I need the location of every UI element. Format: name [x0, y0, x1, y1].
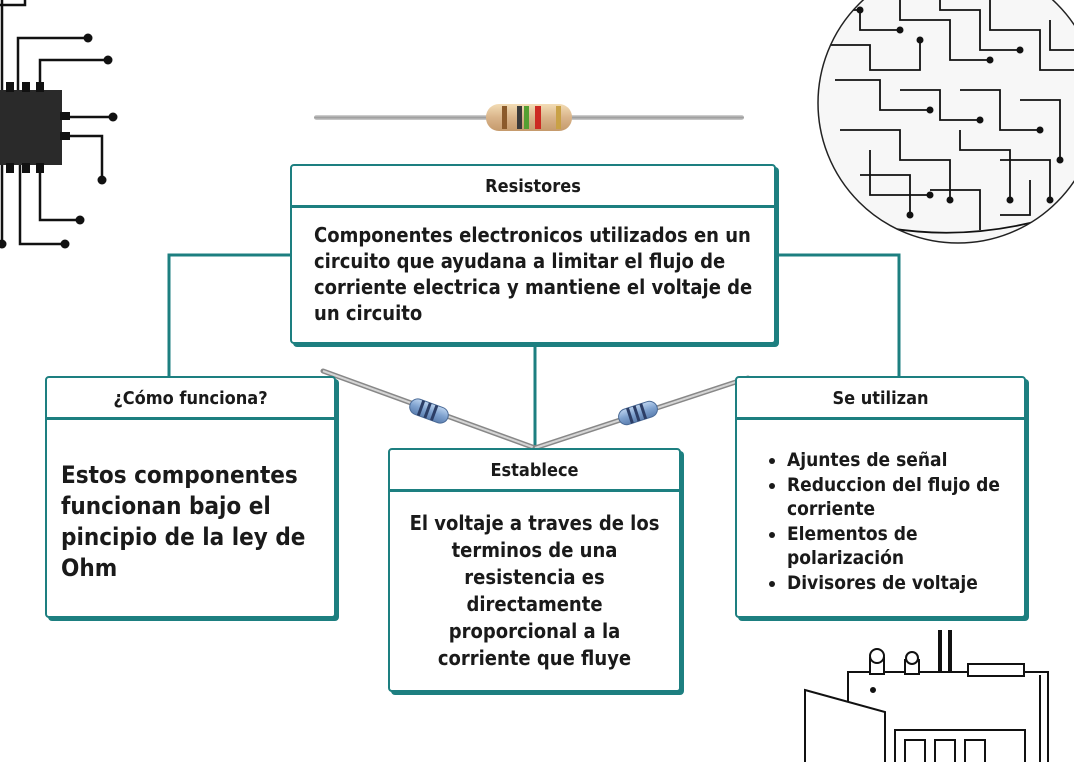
como-funciona-text: Estos componentes funcionan bajo el pinc… [61, 461, 306, 582]
se-utilizan-title: Se utilizan [737, 378, 1024, 420]
uses-list: Ajuntes de señal Reduccion del flujo de … [765, 448, 1014, 596]
como-funciona-title: ¿Cómo funciona? [47, 378, 334, 420]
connector-lines [167, 253, 901, 448]
list-item: Divisores de voltaje [787, 571, 1014, 596]
resistores-description: Componentes electronicos utilizados en u… [314, 223, 753, 325]
establece-text: El voltaje a traves de los terminos de u… [409, 511, 660, 670]
resistores-box: Resistores Componentes electronicos util… [290, 164, 776, 344]
resistor-icon [320, 368, 751, 451]
establece-box: Establece El voltaje a traves de los ter… [388, 448, 681, 692]
list-item: Ajuntes de señal [787, 448, 1014, 473]
list-item: Elementos de polarización [787, 522, 1014, 571]
list-item: Reduccion del flujo de corriente [787, 473, 1014, 522]
se-utilizan-box: Se utilizan Ajuntes de señal Reduccion d… [735, 376, 1026, 618]
resistor-icon [314, 104, 744, 131]
circuit-globe-icon [817, 0, 1074, 244]
se-utilizan-list-wrap: Ajuntes de señal Reduccion del flujo de … [737, 420, 1024, 596]
resistores-title: Resistores [292, 166, 774, 208]
como-funciona-box: ¿Cómo funciona? Estos componentes funcio… [45, 376, 336, 618]
electrical-panel-icon [804, 630, 1049, 762]
establece-title: Establece [390, 450, 679, 492]
microchip-icon [0, 0, 118, 249]
